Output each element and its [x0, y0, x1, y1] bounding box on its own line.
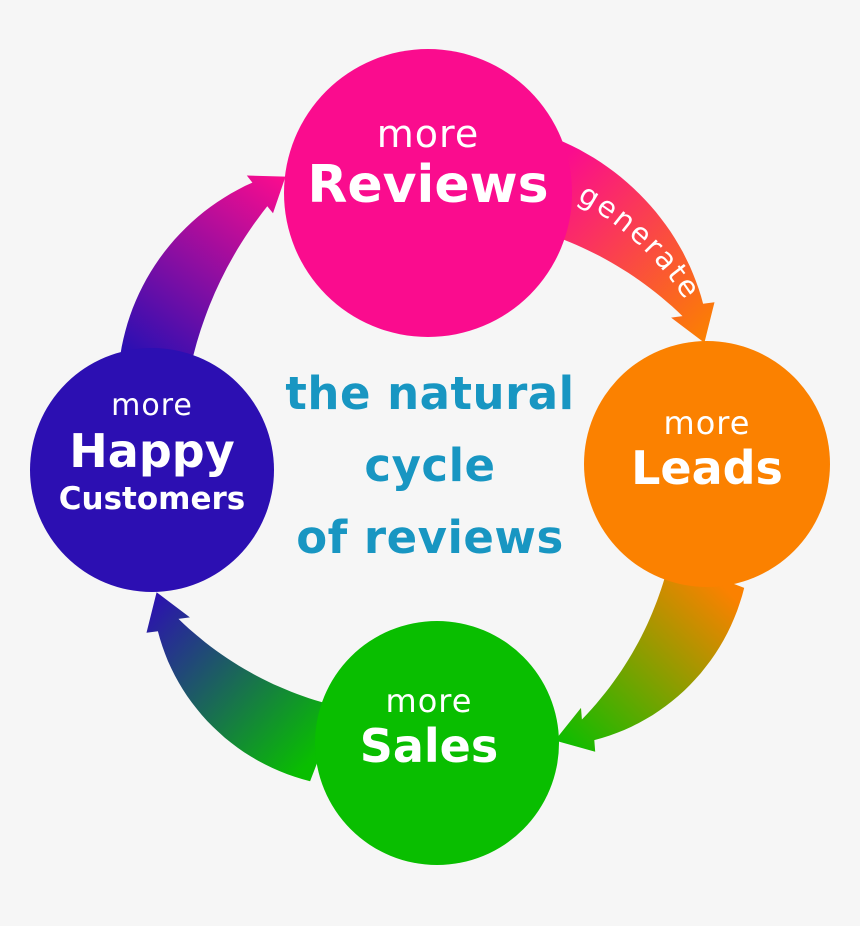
node-circle-leads — [584, 341, 830, 587]
node-circle-sales — [315, 621, 559, 865]
curved-arrow-customers-to-reviews-icon — [120, 175, 286, 380]
curved-arrow-sales-to-customers-icon — [146, 592, 339, 782]
node-circle-happy-customers — [30, 348, 274, 592]
node-circle-reviews — [284, 49, 572, 337]
curved-arrow-leads-to-sales-icon — [554, 559, 745, 752]
